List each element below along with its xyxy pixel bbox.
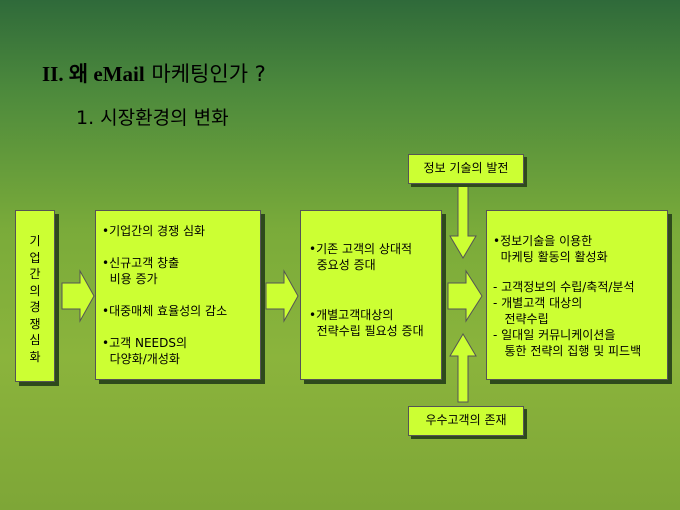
- competition-vertical-label: 기 업 간 의 경 쟁 심 화: [29, 234, 41, 364]
- cause-item: •기업간의 경쟁 심화: [102, 224, 206, 238]
- loyal-customer-factor: 우수고객의 존재: [408, 406, 524, 436]
- competition-box: 기 업 간 의 경 쟁 심 화: [15, 210, 55, 382]
- solution-item: •정보기술을 이용한: [493, 234, 593, 248]
- cause-item: •고객 NEEDS의: [102, 336, 188, 350]
- title-suffix: 마케팅인가 ?: [144, 62, 266, 86]
- cause-item: 다양화/개성화: [102, 352, 180, 366]
- cause-item: •대중매체 효율성의 감소: [102, 304, 228, 318]
- down-arrow-icon: [449, 185, 477, 259]
- up-arrow-icon: [449, 333, 477, 403]
- solution-item: - 고객정보의 수립/축적/분석: [493, 280, 635, 294]
- cause-item: •신규고객 창출: [102, 256, 180, 270]
- slide-title: II. 왜 eMail 마케팅인가 ?: [42, 58, 266, 88]
- right-arrow-icon: [447, 269, 483, 323]
- slide-subtitle: 1. 시장환경의 변화: [76, 107, 229, 129]
- effect-item: •개별고객대상의: [309, 308, 394, 322]
- cause-item: 비용 증가: [102, 272, 158, 286]
- solution-item: 전략수립: [493, 312, 549, 326]
- solution-item: 마케팅 활동의 활성화: [493, 250, 608, 264]
- causes-box: •기업간의 경쟁 심화 •신규고객 창출 비용 증가 •대중매체 효율성의 감소…: [95, 210, 261, 380]
- right-arrow-icon: [265, 269, 299, 323]
- solution-item: - 일대일 커뮤니케이션을: [493, 328, 616, 342]
- effect-item: •기존 고객의 상대적: [309, 242, 413, 256]
- effect-item: 중요성 증대: [309, 258, 376, 272]
- solution-item: 통한 전략의 집행 및 피드백: [493, 344, 642, 358]
- effect-item: 전략수립 필요성 증대: [309, 324, 424, 338]
- title-prefix: II. 왜 eMail: [42, 62, 145, 86]
- right-arrow-icon: [61, 269, 95, 323]
- solution-item: - 개별고객 대상의: [493, 296, 583, 310]
- info-tech-factor: 정보 기술의 발전: [408, 154, 524, 184]
- effects-box: •기존 고객의 상대적 중요성 증대 •개별고객대상의 전략수립 필요성 증대: [300, 210, 442, 380]
- solution-box: •정보기술을 이용한 마케팅 활동의 활성화 - 고객정보의 수립/축적/분석 …: [486, 210, 668, 380]
